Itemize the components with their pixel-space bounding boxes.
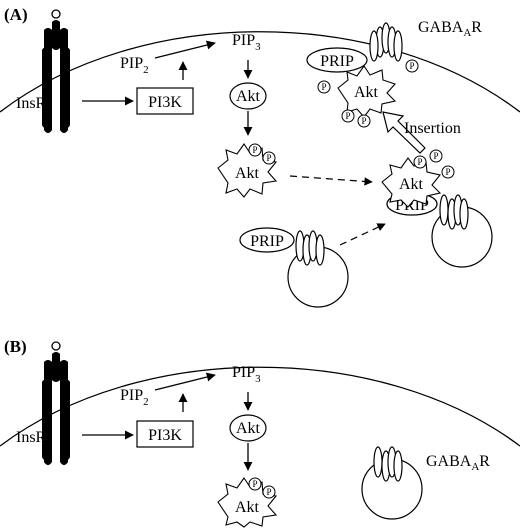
gabaa-receptor-membrane-a bbox=[369, 22, 403, 62]
dashed-arrow-akt-to-complex-a bbox=[289, 175, 373, 186]
prip-membrane-a bbox=[306, 47, 368, 73]
svg-text:Akt: Akt bbox=[399, 176, 424, 193]
insr-label-b: InsR bbox=[16, 429, 47, 446]
insulin-receptor-a bbox=[42, 9, 70, 133]
phospho-akt-a: Akt P P bbox=[217, 143, 278, 198]
arrow-pip2-to-pip3-a bbox=[154, 40, 216, 59]
svg-text:P: P bbox=[266, 487, 271, 497]
pi3k-label-b: PI3K bbox=[148, 427, 182, 444]
svg-text:Akt: Akt bbox=[354, 84, 379, 101]
gabaa-label-a: GABAAR bbox=[418, 19, 482, 39]
svg-text:P: P bbox=[433, 151, 438, 161]
pi3k-box-a bbox=[136, 87, 194, 115]
svg-text:PRIP: PRIP bbox=[320, 53, 354, 70]
gabaa-receptor-vesicle-complex-a bbox=[439, 194, 469, 230]
gabaa-receptor-vesicle-b bbox=[373, 446, 403, 482]
phospho-akt-membrane-a: Akt P P P bbox=[337, 59, 419, 128]
svg-text:Akt: Akt bbox=[235, 499, 260, 516]
akt-oval-a bbox=[229, 82, 267, 110]
gabaa-receptor-vesicle-a bbox=[295, 230, 325, 266]
panel-b-label: (B) bbox=[4, 337, 27, 356]
panel-a-label: (A) bbox=[4, 5, 28, 24]
svg-text:P: P bbox=[445, 167, 450, 177]
svg-text:P: P bbox=[252, 479, 257, 489]
insulin-receptor-b bbox=[42, 341, 70, 465]
pip3-label-a: PIP3 bbox=[232, 32, 261, 53]
pi3k-box-b bbox=[136, 420, 194, 448]
insertion-label-a: Insertion bbox=[404, 120, 461, 137]
phospho-akt-vesicle-a: Akt P P P bbox=[381, 149, 455, 208]
arrow-pip2-to-pip3-b bbox=[154, 372, 216, 391]
panel-a: (A) InsR PIP2 PIP3 PI3K Akt bbox=[0, 5, 520, 308]
pip3-label-b: PIP3 bbox=[232, 364, 261, 385]
svg-text:Akt: Akt bbox=[235, 165, 260, 182]
svg-text:P: P bbox=[361, 116, 366, 126]
dashed-arrow-prip-to-complex-a bbox=[339, 223, 386, 246]
akt-label-b: Akt bbox=[236, 420, 261, 437]
svg-text:P: P bbox=[321, 82, 326, 92]
svg-text:PRIP: PRIP bbox=[250, 233, 284, 250]
insr-label-a: InsR bbox=[16, 95, 47, 112]
pip2-label-b: PIP2 bbox=[120, 387, 149, 408]
svg-text:P: P bbox=[417, 157, 422, 167]
svg-text:P: P bbox=[266, 153, 271, 163]
prip-vesicle-a bbox=[239, 227, 295, 253]
phospho-site-a1 bbox=[317, 80, 331, 94]
akt-label-a: Akt bbox=[236, 88, 261, 105]
svg-text:P: P bbox=[252, 145, 257, 155]
svg-text:P: P bbox=[345, 111, 350, 121]
pi3k-label-a: PI3K bbox=[148, 94, 182, 111]
svg-text:P: P bbox=[409, 61, 414, 71]
panel-b: (B) InsR PIP2 PIP3 PI3K Akt Akt P P bbox=[0, 337, 520, 528]
pip2-label-a: PIP2 bbox=[120, 55, 149, 76]
phospho-akt-b: Akt P P bbox=[217, 477, 278, 528]
akt-oval-b bbox=[229, 414, 267, 442]
gabaa-label-b: GABAAR bbox=[426, 453, 490, 473]
